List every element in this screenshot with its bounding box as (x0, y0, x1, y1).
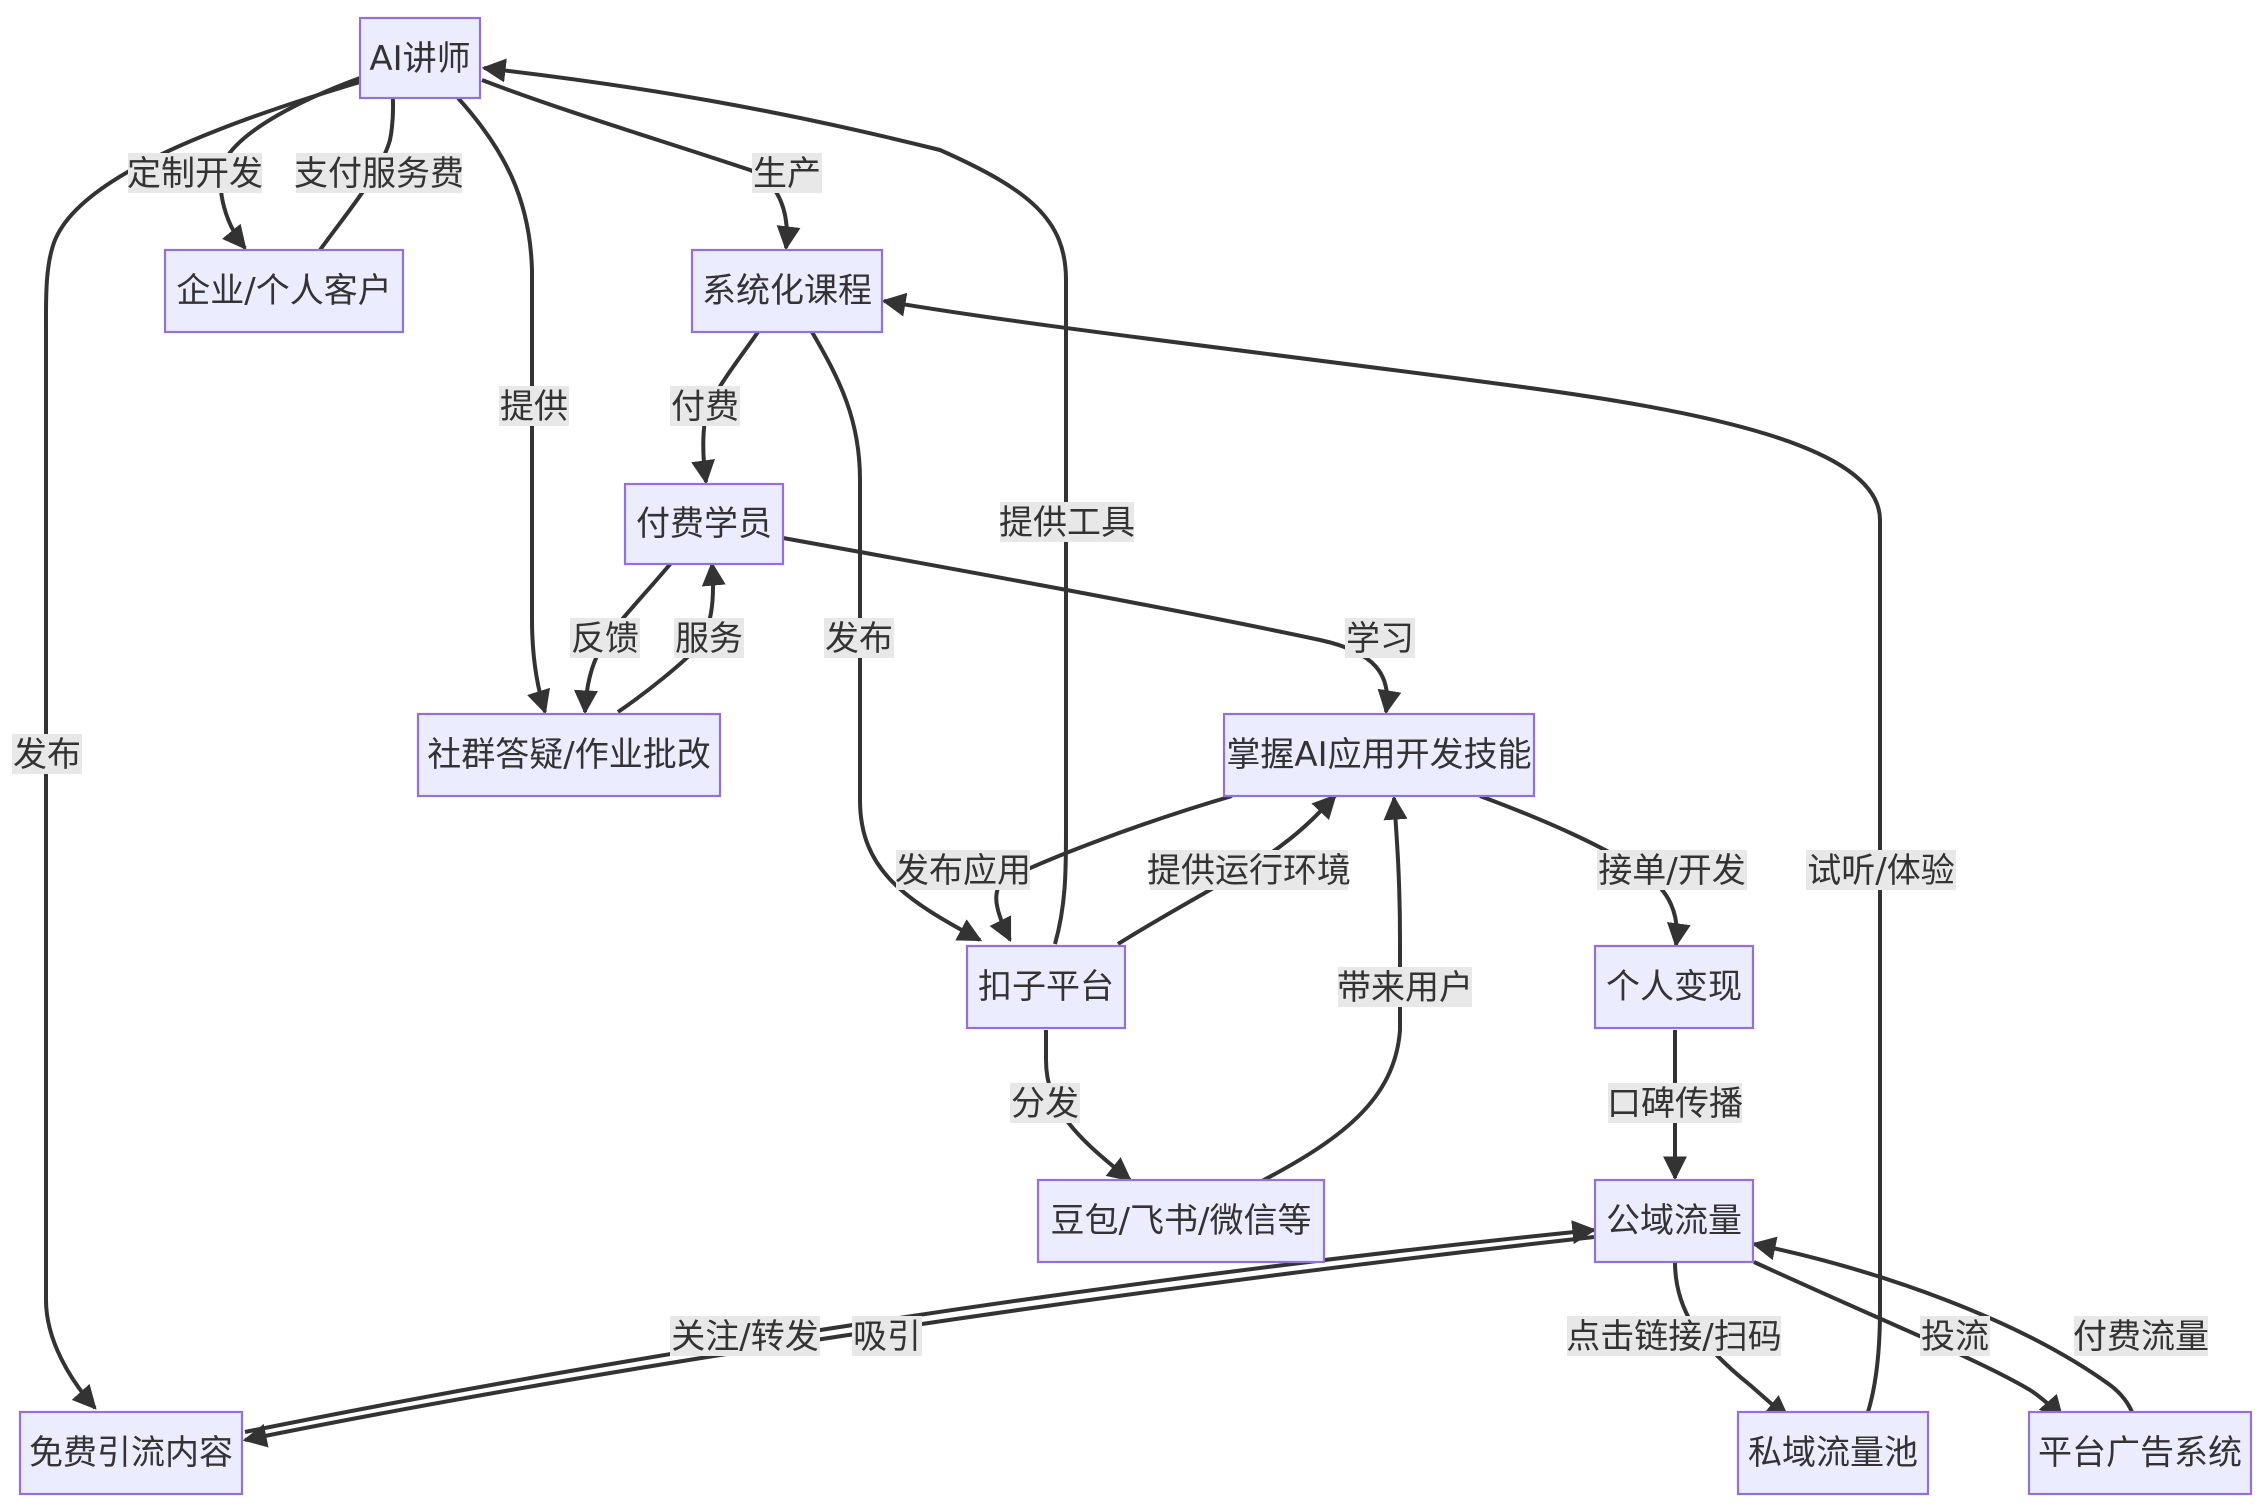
edge-private-to-course (881, 292, 1882, 1458)
svg-text:公域流量: 公域流量 (1606, 1201, 1742, 1241)
svg-text:关注/转发: 关注/转发 (671, 1317, 818, 1357)
edge-label-skill-to-income: 接单/开发 (1597, 850, 1747, 891)
edge-coze-to-lecturer (481, 58, 1068, 945)
edge-label-coze-to-apps: 分发 (1010, 1083, 1080, 1124)
svg-text:服务: 服务 (675, 619, 743, 659)
node-community[interactable]: 社群答疑/作业批改 (416, 712, 722, 798)
edge-public-to-private (1673, 1261, 1790, 1420)
edge-label-lecturer-to-free: 发布 (12, 734, 82, 775)
svg-text:口碑传播: 口碑传播 (1607, 1084, 1743, 1124)
node-free-content[interactable]: 免费引流内容 (18, 1410, 244, 1496)
svg-text:个人变现: 个人变现 (1606, 967, 1742, 1007)
node-client[interactable]: 企业/个人客户 (163, 248, 405, 334)
svg-text:分发: 分发 (1011, 1084, 1079, 1124)
edge-label-course-to-student: 付费 (670, 386, 740, 427)
edge-course-to-coze (810, 330, 983, 942)
edge-label-free-to-public: 关注/转发 (670, 1316, 820, 1357)
edge-lecturer-to-course (481, 78, 801, 251)
svg-text:带来用户: 带来用户 (1337, 968, 1473, 1008)
edge-student-to-skill (782, 536, 1402, 715)
edge-label-private-to-course: 试听/体验 (1806, 850, 1956, 891)
svg-text:私域流量池: 私域流量池 (1748, 1433, 1918, 1473)
node-course[interactable]: 系统化课程 (690, 248, 884, 334)
node-apps[interactable]: 豆包/飞书/微信等 (1036, 1178, 1326, 1264)
edge-label-income-to-public: 口碑传播 (1607, 1083, 1743, 1124)
node-personal-income[interactable]: 个人变现 (1593, 944, 1755, 1030)
svg-text:发布应用: 发布应用 (895, 851, 1031, 891)
svg-text:学习: 学习 (1346, 619, 1414, 659)
svg-text:掌握AI应用开发技能: 掌握AI应用开发技能 (1226, 735, 1531, 775)
svg-text:支付服务费: 支付服务费 (294, 154, 464, 194)
svg-text:付费流量: 付费流量 (2073, 1317, 2209, 1357)
edge-apps-to-skill (1259, 795, 1408, 1184)
edge-label-skill-to-coze: 发布应用 (895, 850, 1031, 891)
node-public-traffic[interactable]: 公域流量 (1593, 1178, 1755, 1264)
node-skill[interactable]: 掌握AI应用开发技能 (1222, 712, 1536, 798)
edge-lecturer-to-free (43, 80, 361, 1410)
node-ad-system[interactable]: 平台广告系统 (2027, 1410, 2253, 1496)
svg-text:定制开发: 定制开发 (127, 154, 263, 194)
svg-text:企业/个人客户: 企业/个人客户 (176, 271, 391, 311)
svg-text:发布: 发布 (825, 619, 893, 659)
edge-label-lecturer-to-community: 提供 (499, 386, 569, 427)
svg-text:平台广告系统: 平台广告系统 (2038, 1433, 2242, 1473)
edge-lecturer-to-community (456, 96, 551, 715)
edge-label-ads-to-public: 付费流量 (2073, 1316, 2209, 1357)
svg-text:接单/开发: 接单/开发 (1598, 851, 1745, 891)
svg-text:反馈: 反馈 (571, 619, 639, 659)
svg-text:豆包/飞书/微信等: 豆包/飞书/微信等 (1051, 1201, 1312, 1241)
svg-text:付费学员: 付费学员 (636, 504, 772, 544)
edge-label-coze-to-skill: 提供运行环境 (1147, 850, 1351, 891)
edge-label-community-to-student: 服务 (674, 618, 744, 659)
svg-text:发布: 发布 (13, 735, 81, 775)
edge-public-to-ads (1753, 1260, 2064, 1420)
edge-label-student-to-skill: 学习 (1345, 618, 1415, 659)
svg-text:试听/体验: 试听/体验 (1807, 851, 1954, 891)
svg-text:扣子平台: 扣子平台 (978, 967, 1114, 1007)
svg-text:投流: 投流 (1921, 1317, 1989, 1357)
svg-text:吸引: 吸引 (853, 1317, 921, 1357)
svg-text:社群答疑/作业批改: 社群答疑/作业批改 (427, 735, 710, 775)
edge-label-client-to-lecturer: 支付服务费 (294, 153, 464, 194)
svg-text:免费引流内容: 免费引流内容 (29, 1433, 233, 1473)
svg-text:点击链接/扫码: 点击链接/扫码 (1566, 1317, 1781, 1357)
edge-label-coze-to-lecturer: 提供工具 (999, 502, 1135, 543)
svg-text:提供: 提供 (500, 387, 568, 427)
svg-text:系统化课程: 系统化课程 (702, 271, 872, 311)
svg-text:生产: 生产 (753, 154, 821, 194)
edge-label-public-to-private: 点击链接/扫码 (1566, 1316, 1782, 1357)
edge-label-public-to-free: 吸引 (852, 1316, 922, 1357)
edge-label-student-to-community: 反馈 (570, 618, 640, 659)
edge-label-public-to-ads: 投流 (1920, 1316, 1990, 1357)
edge-label-apps-to-skill: 带来用户 (1337, 967, 1473, 1008)
svg-text:付费: 付费 (671, 387, 739, 427)
svg-text:AI讲师: AI讲师 (369, 39, 470, 79)
node-private-traffic[interactable]: 私域流量池 (1736, 1410, 1930, 1496)
node-ai-lecturer[interactable]: AI讲师 (358, 16, 482, 100)
node-coze-platform[interactable]: 扣子平台 (965, 944, 1127, 1030)
edge-label-lecturer-to-course: 生产 (752, 153, 822, 194)
node-paid-student[interactable]: 付费学员 (623, 482, 785, 566)
edge-label-lecturer-to-client: 定制开发 (127, 153, 263, 194)
svg-text:提供运行环境: 提供运行环境 (1147, 851, 1351, 891)
svg-text:提供工具: 提供工具 (999, 503, 1135, 543)
edge-label-course-to-coze: 发布 (824, 618, 894, 659)
